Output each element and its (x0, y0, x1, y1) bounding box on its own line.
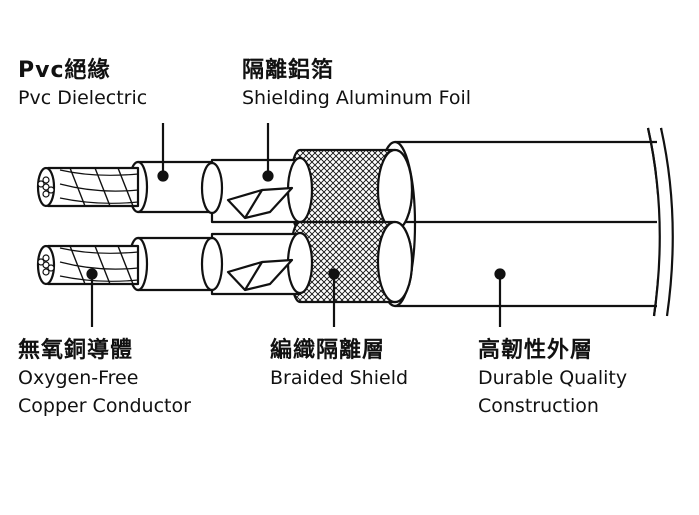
label-conductor: 無氧銅導體 Oxygen-Free Copper Conductor (18, 338, 191, 420)
label-foil: 隔離鋁箔 Shielding Aluminum Foil (242, 58, 471, 112)
label-jacket: 高韌性外層 Durable Quality Construction (478, 338, 627, 420)
label-conductor-zh: 無氧銅導體 (18, 338, 134, 363)
label-braid-en: Braided Shield (270, 367, 409, 389)
label-dielectric-zh: Pvc絕緣 (18, 58, 111, 83)
label-foil-zh: 隔離鋁箔 (242, 58, 335, 83)
label-foil-en: Shielding Aluminum Foil (242, 87, 472, 109)
dielectric-top (136, 160, 214, 214)
outer-jacket (393, 140, 664, 308)
label-dielectric: Pvc絕緣 Pvc Dielectric (18, 58, 147, 112)
label-conductor-en-2: Copper Conductor (18, 395, 191, 417)
label-jacket-zh: 高韌性外層 (478, 338, 594, 363)
label-jacket-en-1: Durable Quality (478, 367, 628, 389)
label-braid: 編織隔離層 Braided Shield (270, 338, 408, 392)
conductor-top (46, 166, 140, 208)
label-conductor-en-1: Oxygen-Free (18, 367, 139, 389)
label-jacket-en-2: Construction (478, 395, 599, 417)
label-braid-zh: 編織隔離層 (270, 338, 386, 363)
label-dielectric-en: Pvc Dielectric (18, 87, 148, 109)
